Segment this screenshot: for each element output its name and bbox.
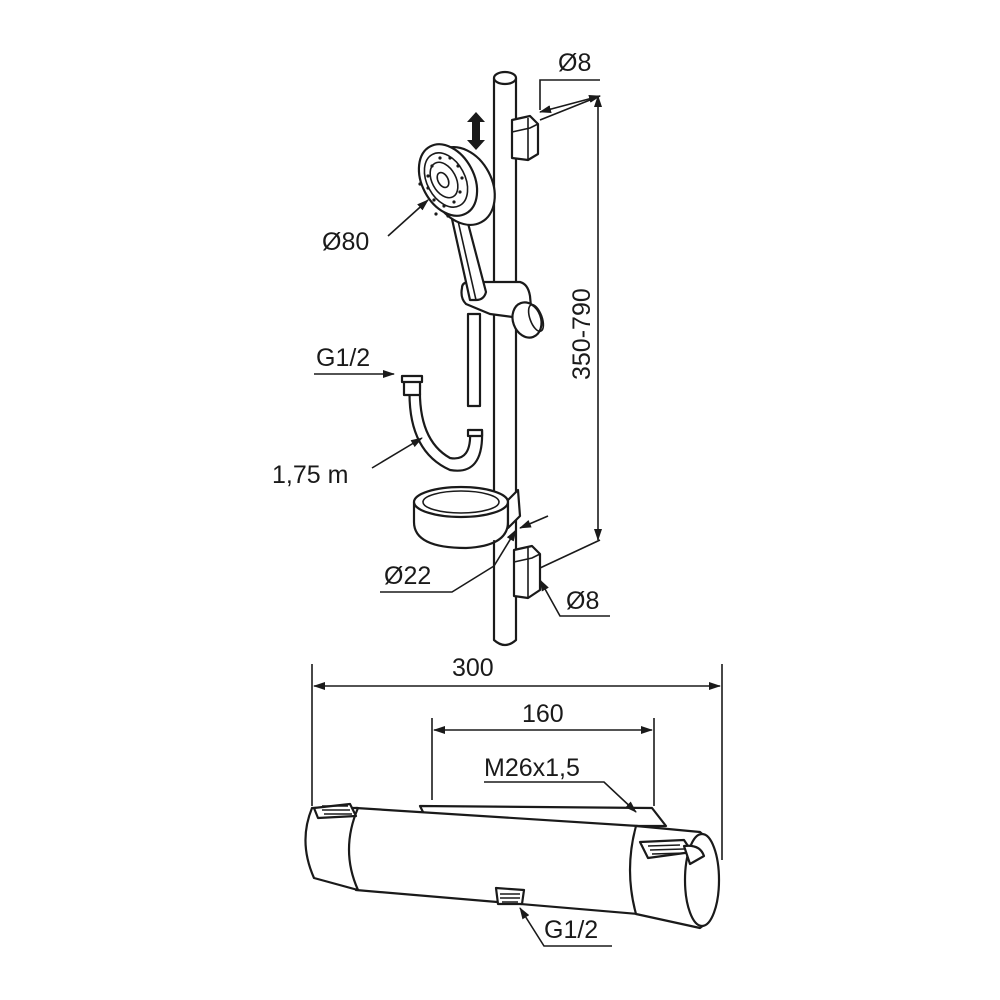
outlet-thread-lines bbox=[500, 893, 520, 903]
thread-label: M26x1,5 bbox=[484, 754, 580, 782]
rail-height-dimension: 350-790 bbox=[539, 95, 602, 569]
hose-length-callout: 1,75 m bbox=[272, 437, 423, 489]
slide-adjust-arrow-icon bbox=[467, 112, 485, 150]
top-wall-bracket bbox=[510, 114, 540, 162]
center-distance-dimension: 160 bbox=[431, 700, 655, 806]
hose-connection-callout: G1/2 bbox=[314, 344, 395, 378]
rail-top-diameter-label: Ø8 bbox=[558, 49, 591, 77]
handshower-diameter-callout: Ø80 bbox=[322, 199, 429, 256]
hose-length-label: 1,75 m bbox=[272, 461, 348, 489]
soap-dish bbox=[412, 485, 522, 550]
thermostat-mixer bbox=[304, 802, 721, 930]
rail-height-label: 350-790 bbox=[568, 288, 596, 380]
rail-bottom-diameter-callout: Ø8 bbox=[539, 579, 610, 617]
bottom-wall-bracket bbox=[512, 544, 542, 600]
handshower-diameter-label: Ø80 bbox=[322, 228, 369, 256]
outlet-connection-label: G1/2 bbox=[544, 916, 598, 944]
shower-hose bbox=[400, 312, 484, 472]
hand-shower bbox=[417, 143, 496, 302]
outlet-connection-callout: G1/2 bbox=[519, 907, 612, 947]
left-grip-lines bbox=[322, 805, 352, 815]
hose-connection-label: G1/2 bbox=[316, 344, 370, 372]
rail-diameter-label: Ø22 bbox=[384, 562, 431, 590]
center-distance-label: 160 bbox=[522, 700, 564, 728]
right-grip-lines bbox=[647, 844, 687, 855]
rail-diameter-callout: Ø22 bbox=[380, 515, 549, 593]
overall-width-dimension: 300 bbox=[311, 654, 723, 860]
overall-width-label: 300 bbox=[452, 654, 494, 682]
thread-callout: M26x1,5 bbox=[484, 754, 637, 813]
rail-top-diameter-callout: Ø8 bbox=[539, 49, 601, 114]
rail-bottom-diameter-label: Ø8 bbox=[566, 587, 599, 615]
